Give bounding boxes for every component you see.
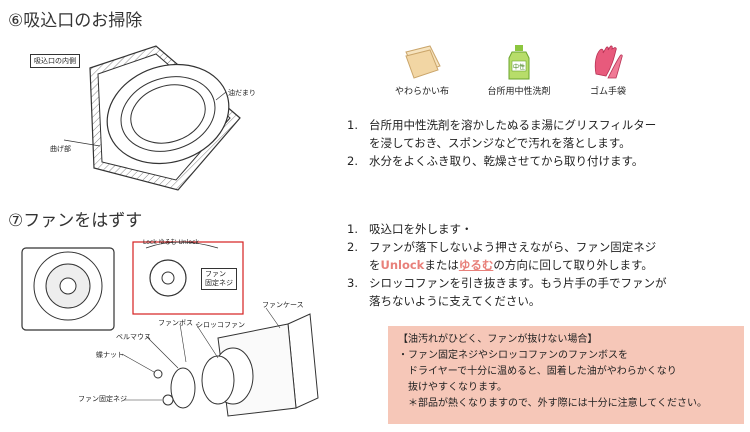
rubber-glove-icon: [594, 45, 623, 79]
section7-steps: 1. 吸込口を外します・ 2. ファンが落下しないよう押さえながら、ファン固定ネ…: [347, 220, 667, 310]
step-line: 落ちないように支えてください。: [369, 294, 541, 308]
step-line: 台所用中性洗剤を溶かしたぬるま湯にグリスフィルター: [369, 118, 657, 132]
intake-inner-illustration: [63, 45, 241, 191]
fan-removal-illustration: [21, 241, 319, 417]
section6-steps: 1. 台所用中性洗剤を溶かしたぬるま湯にグリスフィルター を浸しておき、スポンジ…: [347, 116, 656, 170]
step-line: ファンが落下しないよう押さえながら、ファン固定ネジ: [369, 240, 657, 254]
step-fragment: の方向に回して取り外します。: [493, 258, 653, 272]
step-fragment: または: [424, 258, 459, 272]
inset-label-line: ファン: [205, 270, 226, 278]
oil-warning-note: 【油汚れがひどく、ファンが抜けない場合】 ・ファン固定ネジやシロッコファンのファ…: [388, 326, 744, 424]
note-line: ＊部品が熱くなりますので、外す際には十分に注意してください。: [398, 398, 707, 409]
step-text: 水分をよくふき取り、乾燥させてから取り付けます。: [369, 154, 644, 168]
inset-label-line: 固定ネジ: [205, 279, 233, 287]
tool-gloves: ゴム手袋: [580, 44, 636, 97]
bell-mouth-label: ベルマウス: [116, 333, 151, 341]
section7-title: ⑦ファンをはずす: [8, 211, 143, 231]
step-number: 3.: [347, 276, 358, 290]
step-number: 2.: [347, 154, 358, 168]
fan-case-label: ファンケース: [262, 301, 304, 309]
step-text: シロッコファンを引き抜きます。もう片手の手でファンが 落ちないように支えてくださ…: [369, 274, 667, 310]
step-text: ファンが落下しないよう押さえながら、ファン固定ネジ をUnlockまたはゆるむの…: [369, 238, 656, 274]
tool-label-detergent: 台所用中性洗剤: [487, 87, 551, 97]
note-line: ドライヤーで十分に温めると、固着した油がやわらかくなり: [398, 366, 677, 377]
section7-step-3: 3. シロッコファンを引き抜きます。もう片手の手でファンが 落ちないように支えて…: [347, 274, 667, 310]
detergent-bottle-icon: 中性: [508, 45, 530, 80]
tool-label-cloth: やわらかい布: [394, 87, 449, 97]
tool-cloth: やわらかい布: [392, 44, 452, 97]
loosen-keyword: ゆるむ: [458, 258, 494, 272]
note-line: ・ファン固定ネジやシロッコファンのファンボスを: [398, 350, 628, 361]
section6-title: ⑥吸込口のお掃除: [8, 11, 143, 31]
cloth-icon: [405, 45, 441, 79]
sirocco-fan-label: シロッコファン: [196, 321, 245, 329]
tools-row: やわらかい布 中性 台所用中性洗剤 ゴム手袋: [392, 44, 632, 104]
wing-nut-label: 蝶ナット: [96, 351, 124, 359]
note-title: 【油汚れがひどく、ファンが抜けない場合】: [398, 334, 598, 345]
step-text: 台所用中性洗剤を溶かしたぬるま湯にグリスフィルター を浸しておき、スポンジなどで…: [369, 116, 656, 152]
tool-detergent: 中性 台所用中性洗剤: [484, 44, 554, 97]
oil-trap-label: 油だまり: [228, 89, 256, 97]
intake-inner-diagram: 吸込口の内側 油だまり 曲げ部: [28, 40, 258, 200]
note-line: 抜けやすくなります。: [398, 382, 507, 393]
step-number: 2.: [347, 240, 358, 254]
fan-screw-label: ファン固定ネジ: [78, 395, 127, 403]
unlock-keyword: Unlock: [380, 258, 425, 272]
section7-step-2: 2. ファンが落下しないよう押さえながら、ファン固定ネジ をUnlockまたはゆ…: [347, 238, 667, 274]
step-number: 1.: [347, 118, 358, 132]
step-fragment: を: [369, 258, 381, 272]
bottle-text: 中性: [513, 63, 525, 71]
fan-screw-inset-label: ファン 固定ネジ: [201, 268, 237, 290]
diagram-box-label: 吸込口の内側: [30, 54, 80, 68]
step-line: をUnlockまたはゆるむの方向に回して取り外します。: [369, 256, 656, 274]
bend-part-label: 曲げ部: [50, 145, 71, 153]
step-line: を浸しておき、スポンジなどで汚れを落とします。: [369, 136, 631, 150]
tool-label-gloves: ゴム手袋: [589, 87, 626, 97]
step-text: 吸込口を外します・: [369, 222, 473, 236]
section6-step-1: 1. 台所用中性洗剤を溶かしたぬるま湯にグリスフィルター を浸しておき、スポンジ…: [347, 116, 656, 152]
fan-boss-label: ファンボス: [158, 319, 193, 327]
section7-step-1: 1. 吸込口を外します・: [347, 220, 667, 238]
step-line: シロッコファンを引き抜きます。もう片手の手でファンが: [369, 276, 667, 290]
step-number: 1.: [347, 222, 358, 236]
dial-direction-text: Lock ゆるむ Unlock: [143, 239, 199, 246]
section6-step-2: 2. 水分をよくふき取り、乾燥させてから取り付けます。: [347, 152, 656, 170]
fan-removal-diagram: Lock ゆるむ Unlock ファン 固定ネジ シロッコファン ファンボス ベ…: [18, 228, 338, 428]
